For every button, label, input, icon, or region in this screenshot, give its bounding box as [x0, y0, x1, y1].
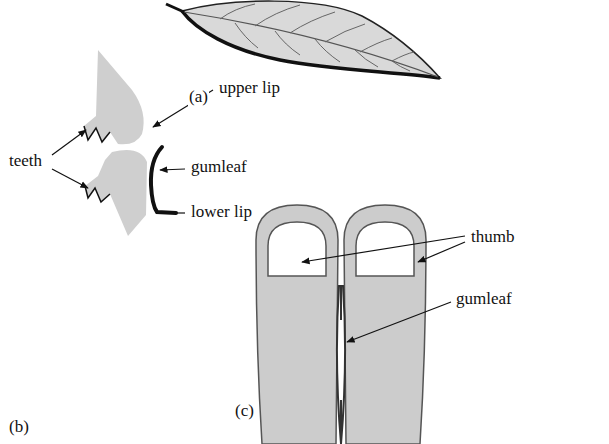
part-label: gumleaf: [455, 290, 513, 309]
part-label: thumb: [470, 228, 515, 247]
panel-label: (b): [8, 418, 30, 437]
thumbs: [256, 205, 426, 444]
panel-label: (a): [188, 88, 209, 107]
part-label: gumleaf: [190, 158, 248, 177]
part-label: teeth: [8, 152, 43, 171]
leader-lines: [52, 90, 465, 342]
panel-label: (c): [234, 402, 255, 421]
part-label: upper lip: [218, 79, 281, 98]
mouth-section: [84, 50, 176, 236]
leaf: [166, 1, 440, 78]
part-label: lower lip: [190, 203, 253, 222]
